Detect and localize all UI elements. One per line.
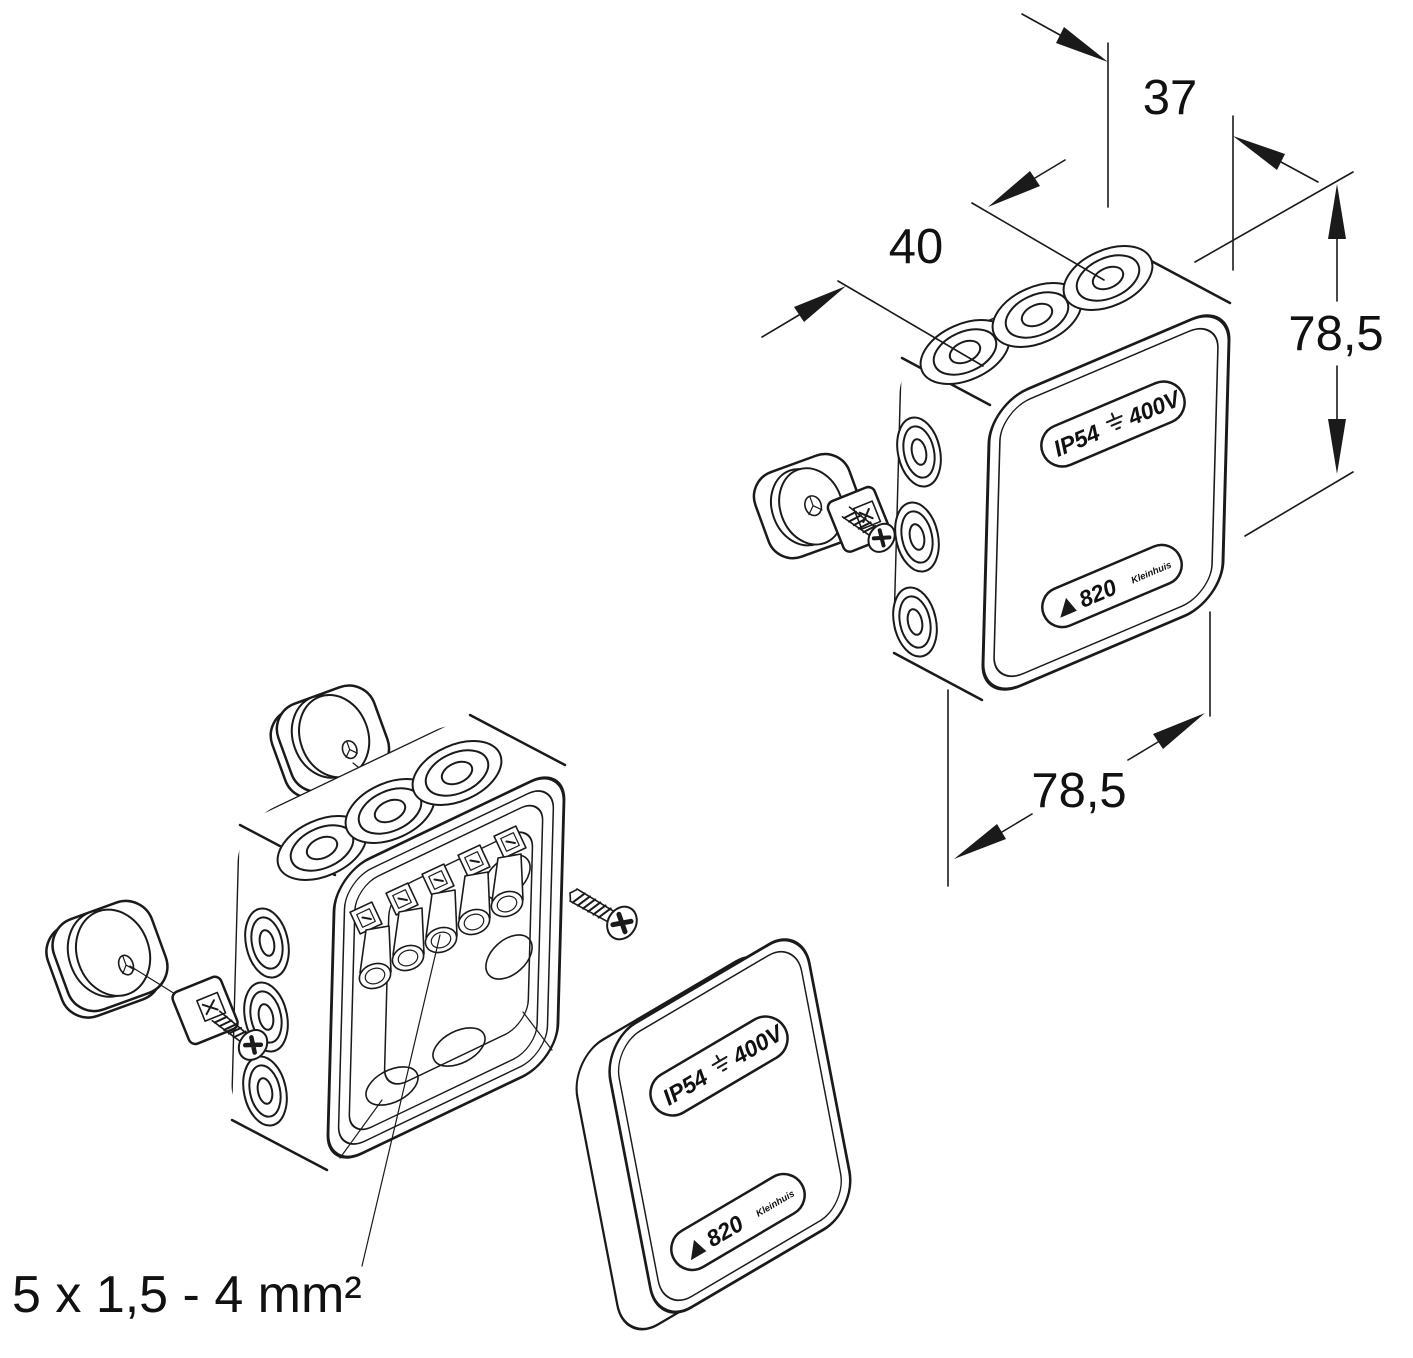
brand-triangle-icon (1060, 597, 1077, 618)
extension-line (837, 280, 984, 367)
model-label-assembled: 820 Kleinhuis (1041, 543, 1183, 629)
earth-ground-icon (1105, 412, 1123, 431)
dimension-height: 78,5 (1194, 171, 1384, 537)
side-grommets-exploded (242, 907, 290, 1127)
dim-height: 78,5 (1288, 307, 1383, 361)
lid-screw-exploded (569, 888, 638, 941)
dim-width: 78,5 (1031, 764, 1126, 818)
screw-boss-exploded (171, 975, 239, 1046)
model-label-exploded: 820 Kleinhuis (670, 1172, 806, 1272)
arrowhead (794, 286, 846, 322)
dimension-40: 40 (761, 159, 1105, 367)
terminal-block (349, 825, 527, 990)
exploded-view: IP54 400V 820 Kleinhuis 5 x 1,5 - 4 mm² (12, 684, 852, 1331)
arrowhead (988, 171, 1040, 207)
wire-spec-leader-line (361, 934, 441, 1267)
wire-spec-text: 5 x 1,5 - 4 mm² (12, 1266, 362, 1324)
arrowhead (1328, 184, 1346, 239)
dim-lid-depth: 37 (1143, 71, 1198, 125)
mounting-lug-left (45, 899, 181, 1019)
dim-body-depth: 40 (889, 220, 944, 274)
arrowhead (954, 824, 1006, 859)
extension-line (1244, 471, 1354, 537)
screw-left-exploded (211, 1010, 269, 1061)
mounting-lug-assembled (752, 452, 896, 560)
top-grommets-assembled (919, 245, 1154, 385)
extension-line (1194, 171, 1354, 263)
earth-ground-icon (711, 1054, 728, 1072)
arrowhead (1056, 27, 1108, 62)
arrowhead (1233, 136, 1285, 170)
assembled-view: IP54 400V 820 Kleinhuis 37 (752, 13, 1384, 887)
arrowhead (1328, 419, 1346, 474)
screw-assembled (841, 506, 896, 553)
box-lid-exploded: IP54 400V 820 Kleinhuis (575, 938, 852, 1331)
top-grommets-exploded (276, 740, 503, 881)
wire-entry-cylinders (358, 853, 524, 990)
brand-triangle-icon (690, 1239, 707, 1261)
dimension-37: 37 (1021, 13, 1319, 271)
extension-line (971, 202, 1105, 281)
lug-leader-line (129, 965, 181, 998)
rating-label-assembled: IP54 400V (1040, 380, 1186, 468)
side-grommets-assembled (892, 416, 942, 658)
arrowhead (1153, 713, 1205, 749)
dimension-width: 78,5 (947, 611, 1211, 887)
